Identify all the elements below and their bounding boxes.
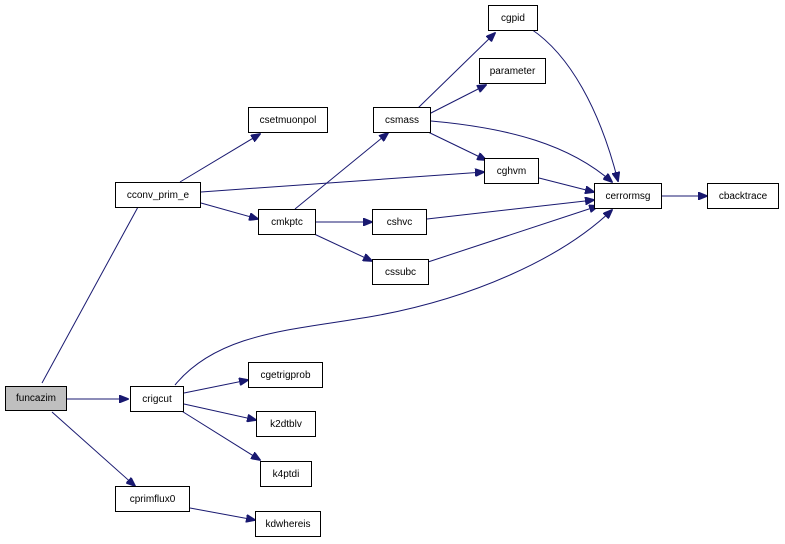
- edge-csmass-cgpid: [417, 33, 495, 109]
- node-cprimflux0[interactable]: cprimflux0: [115, 486, 190, 512]
- edge-crigcut-cerrormsg: [174, 210, 612, 386]
- edge-cconv_prim_e-cghvm: [200, 172, 484, 193]
- node-cssubc[interactable]: cssubc: [372, 259, 429, 285]
- node-csetmuonpol[interactable]: csetmuonpol: [248, 107, 328, 133]
- node-kdwhereis[interactable]: kdwhereis: [255, 511, 321, 537]
- edge-cmkptc-csmass: [294, 133, 388, 210]
- node-cconv_prim_e[interactable]: cconv_prim_e: [115, 182, 201, 208]
- edge-cprimflux0-kdwhereis: [189, 507, 255, 520]
- node-cmkptc[interactable]: cmkptc: [258, 209, 316, 235]
- edge-csmass-cghvm: [425, 130, 486, 160]
- edge-cghvm-cerrormsg: [538, 177, 594, 192]
- node-parameter[interactable]: parameter: [479, 58, 546, 84]
- node-funcazim[interactable]: funcazim: [5, 386, 67, 411]
- edge-crigcut-cgetrigprob: [183, 380, 248, 394]
- node-cgetrigprob[interactable]: cgetrigprob: [248, 362, 323, 388]
- node-cerrormsg[interactable]: cerrormsg: [594, 183, 662, 209]
- node-cgpid[interactable]: cgpid: [488, 5, 538, 31]
- edge-cconv_prim_e-cmkptc: [200, 202, 258, 219]
- node-cghvm[interactable]: cghvm: [484, 158, 539, 184]
- edge-cgpid-cerrormsg: [530, 28, 618, 181]
- node-k2dtblv[interactable]: k2dtblv: [256, 411, 316, 437]
- edge-funcazim-cconv_prim_e: [41, 196, 144, 384]
- edge-funcazim-cprimflux0: [51, 411, 135, 486]
- edge-csmass-parameter: [428, 85, 486, 115]
- edge-crigcut-k2dtblv: [183, 403, 256, 420]
- node-cshvc[interactable]: cshvc: [372, 209, 427, 235]
- node-crigcut[interactable]: crigcut: [130, 386, 184, 412]
- node-csmass[interactable]: csmass: [373, 107, 431, 133]
- edge-csmass-cerrormsg: [430, 120, 612, 182]
- edge-cshvc-cerrormsg: [426, 200, 594, 220]
- node-cbacktrace[interactable]: cbacktrace: [707, 183, 779, 209]
- node-k4ptdi[interactable]: k4ptdi: [260, 461, 312, 487]
- edge-cconv_prim_e-csetmuonpol: [179, 134, 260, 183]
- edge-cssubc-cerrormsg: [427, 206, 598, 263]
- edge-crigcut-k4ptdi: [179, 409, 260, 460]
- edge-cmkptc-cssubc: [311, 232, 372, 261]
